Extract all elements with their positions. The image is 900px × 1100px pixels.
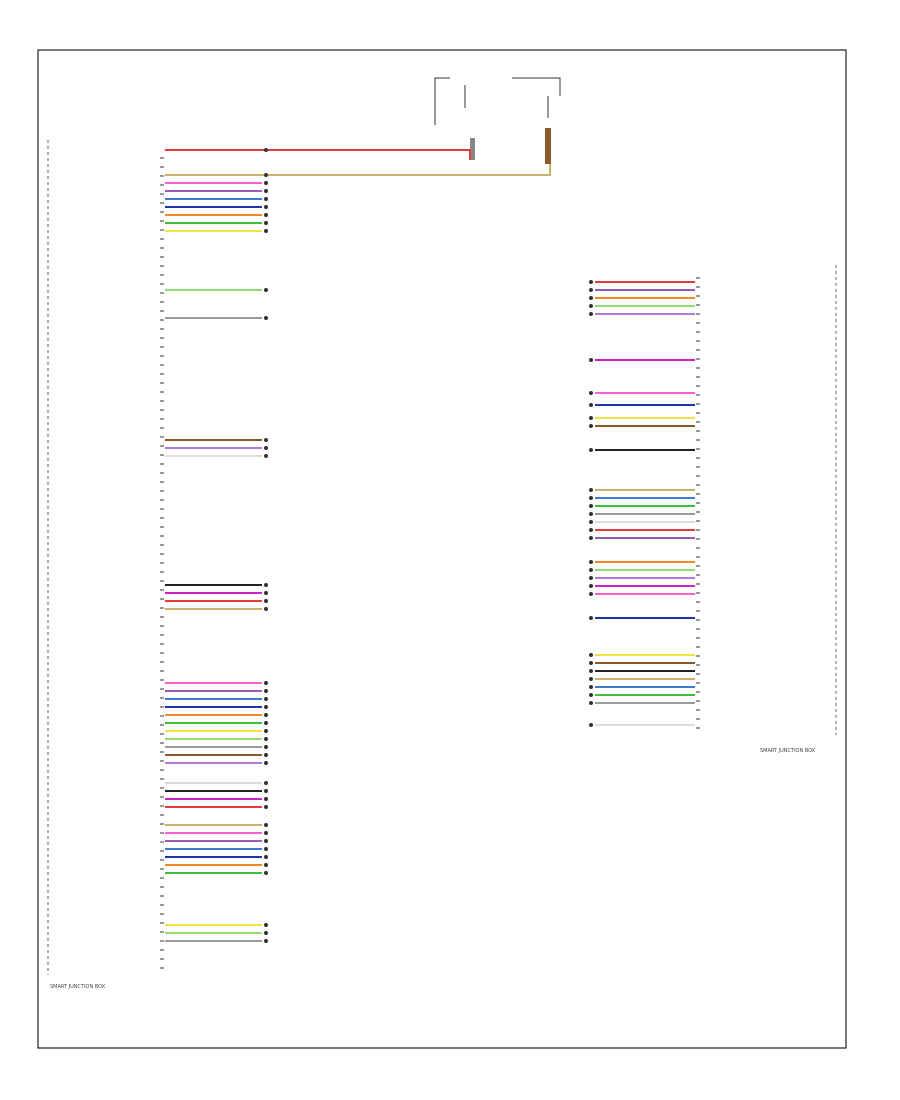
right-wire-terminal (589, 661, 593, 665)
left-wire-terminal (264, 863, 268, 867)
left-wire-terminal (264, 745, 268, 749)
left-wire-terminal (264, 729, 268, 733)
left-wire-terminal (264, 583, 268, 587)
left-wire-terminal (264, 173, 268, 177)
right-wire-terminal (589, 576, 593, 580)
left-wire-terminal (264, 847, 268, 851)
right-wire-terminal (589, 568, 593, 572)
left-wire-terminal (264, 229, 268, 233)
right-wire-terminal (589, 280, 593, 284)
right-wire-terminal (589, 288, 593, 292)
right-wire-terminal (589, 592, 593, 596)
right-wire-terminal (589, 560, 593, 564)
right-wire-terminal (589, 616, 593, 620)
left-wire-terminal (264, 713, 268, 717)
left-wire-terminal (264, 697, 268, 701)
right-wire-terminal (589, 403, 593, 407)
right-wire-terminal (589, 504, 593, 508)
right-wire-terminal (589, 536, 593, 540)
left-wire-terminal (264, 148, 268, 152)
left-wire-terminal (264, 213, 268, 217)
right-wire-terminal (589, 584, 593, 588)
left-wire-terminal (264, 931, 268, 935)
left-wire-terminal (264, 855, 268, 859)
left-wire-terminal (264, 831, 268, 835)
left-wire-terminal (264, 823, 268, 827)
right-wire-terminal (589, 416, 593, 420)
left-wire-terminal (264, 446, 268, 450)
top-component (434, 77, 561, 164)
right-wire-terminal (589, 520, 593, 524)
left-wire-terminal (264, 316, 268, 320)
left-connector (160, 148, 268, 969)
right-wire-terminal (589, 312, 593, 316)
left-wire-terminal (264, 607, 268, 611)
left-wire-terminal (264, 591, 268, 595)
left-wire-terminal (264, 599, 268, 603)
right-wire-terminal (589, 677, 593, 681)
right-wire-terminal (589, 723, 593, 727)
right-wire-terminal (589, 304, 593, 308)
left-wire-terminal (264, 923, 268, 927)
left-wire-terminal (264, 761, 268, 765)
left-wire-terminal (264, 681, 268, 685)
right-wire-terminal (589, 685, 593, 689)
right-wire-terminal (589, 448, 593, 452)
right-wire-terminal (589, 391, 593, 395)
left-wire-terminal (264, 181, 268, 185)
right-wire-terminal (589, 424, 593, 428)
left-wire-terminal (264, 689, 268, 693)
left-wire-terminal (264, 705, 268, 709)
right-wire-terminal (589, 701, 593, 705)
right-wire-terminal (589, 488, 593, 492)
top-fuse-b (545, 128, 551, 164)
left-wire-terminal (264, 205, 268, 209)
left-wire-terminal (264, 805, 268, 809)
right-wire-terminal (589, 693, 593, 697)
right-wire-terminal (589, 669, 593, 673)
top-fuse-a (470, 138, 475, 160)
left-wire-terminal (264, 839, 268, 843)
left-wire-terminal (264, 737, 268, 741)
left-wire-terminal (264, 721, 268, 725)
left-wire-terminal (264, 288, 268, 292)
left-wire-terminal (264, 797, 268, 801)
right-wire-terminal (589, 496, 593, 500)
left-wire-terminal (264, 438, 268, 442)
left-wire-terminal (264, 197, 268, 201)
left-wire-terminal (264, 454, 268, 458)
left-wire-terminal (264, 871, 268, 875)
left-connector-caption: SMART JUNCTION BOX (50, 984, 106, 990)
feed-wire-red (165, 149, 471, 160)
left-wire-terminal (264, 781, 268, 785)
right-wire-terminal (589, 653, 593, 657)
right-connector-caption: SMART JUNCTION BOX (760, 748, 816, 754)
left-wire-terminal (264, 939, 268, 943)
right-connector (589, 277, 700, 729)
left-wire-terminal (264, 789, 268, 793)
left-wire-terminal (264, 189, 268, 193)
feed-wire-tan (165, 164, 551, 176)
left-wire-terminal (264, 221, 268, 225)
right-wire-terminal (589, 512, 593, 516)
right-wire-terminal (589, 528, 593, 532)
right-wire-terminal (589, 296, 593, 300)
diagram-frame (37, 49, 847, 1049)
right-wire-terminal (589, 358, 593, 362)
left-wire-terminal (264, 753, 268, 757)
